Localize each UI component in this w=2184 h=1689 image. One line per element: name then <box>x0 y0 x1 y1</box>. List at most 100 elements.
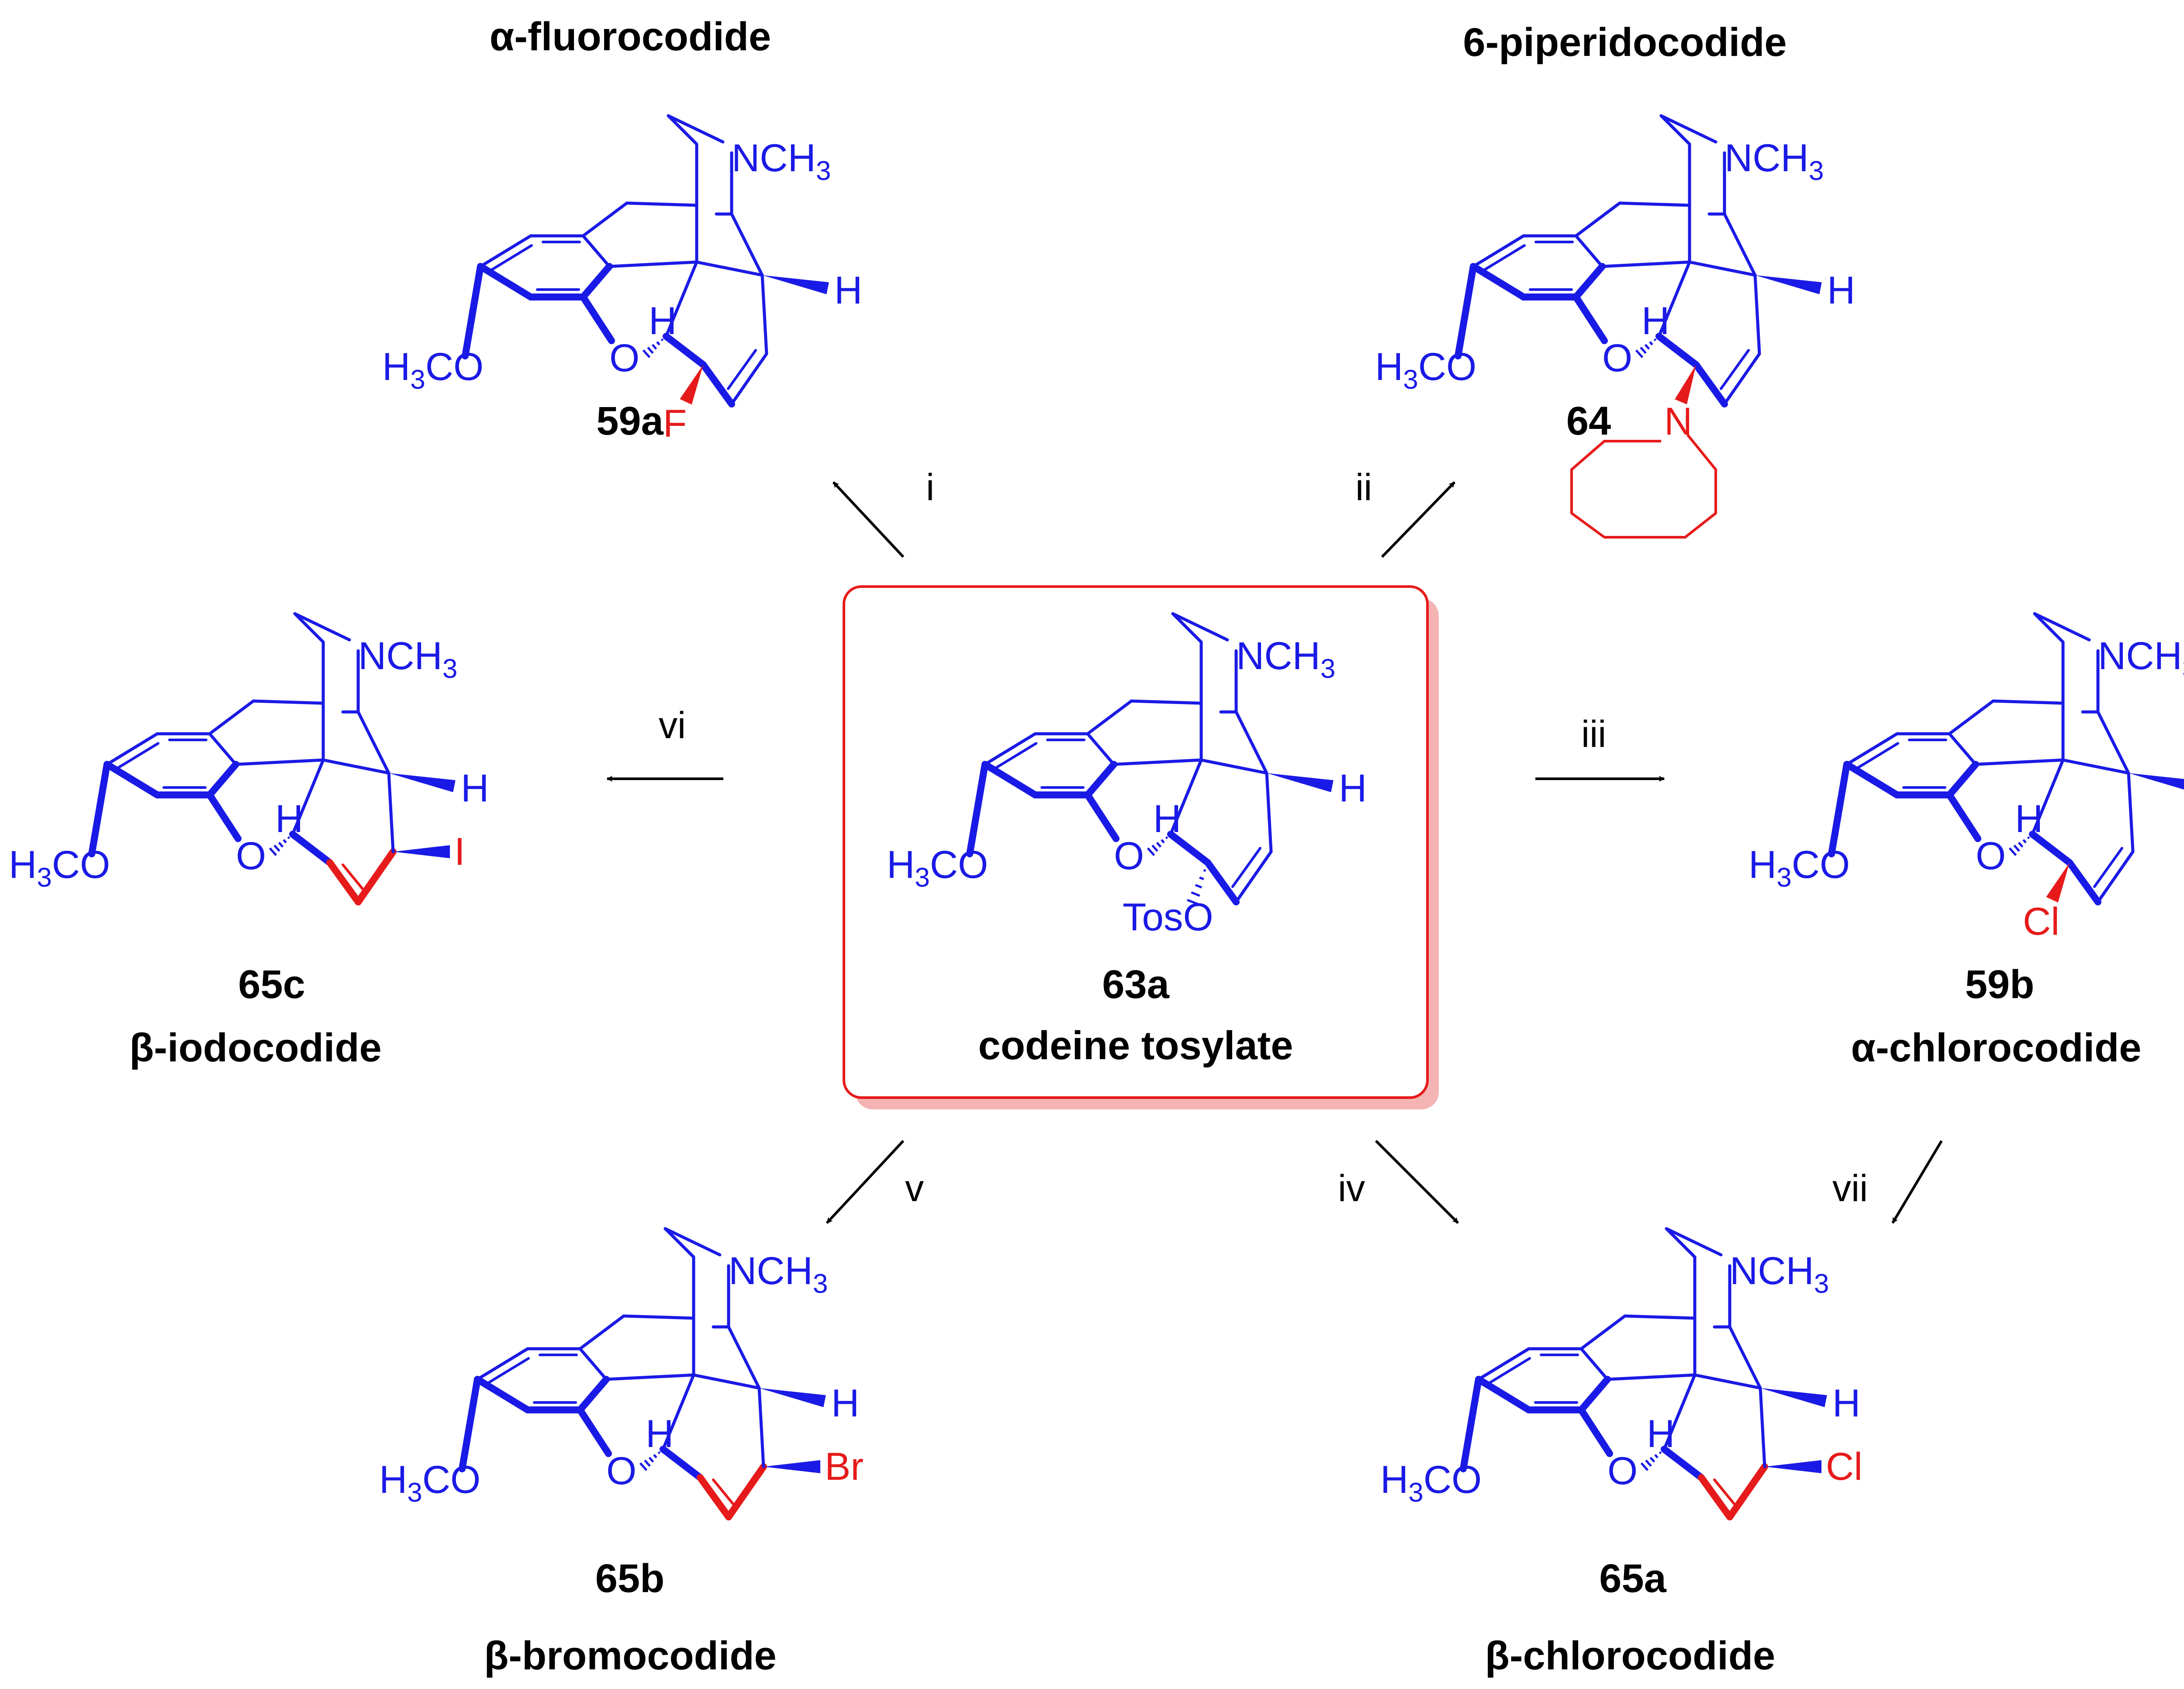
bond <box>727 349 757 390</box>
wedge-bond-c8-x <box>764 1460 820 1473</box>
bond <box>490 244 533 271</box>
bond <box>1084 761 1117 798</box>
bond <box>983 732 1037 766</box>
hashed-bond-c5-o <box>642 338 664 358</box>
bond <box>459 1376 481 1472</box>
bond <box>1572 263 1606 300</box>
bond <box>1086 699 1133 736</box>
bond <box>581 234 611 268</box>
bond <box>1843 761 1901 798</box>
bond <box>2093 847 2123 888</box>
bond <box>1655 333 1700 368</box>
bond <box>1828 761 1850 857</box>
bond <box>1171 612 1229 642</box>
bond <box>577 1406 612 1457</box>
bond <box>1488 1357 1531 1384</box>
bond <box>1572 294 1608 344</box>
bond <box>105 732 159 766</box>
arrow-i <box>832 481 905 558</box>
double-bond-c6-c7 <box>1698 1474 1733 1520</box>
bond <box>104 761 161 798</box>
bond <box>476 1347 529 1381</box>
bond <box>1472 234 1525 268</box>
wedge-bond-c14-h <box>762 275 829 294</box>
bond-c7-c8 <box>1726 1463 1768 1520</box>
bond <box>252 699 325 705</box>
hydrogen-label-c14: H <box>1832 1381 1860 1425</box>
bond <box>667 114 725 144</box>
bond <box>1665 1227 1697 1259</box>
n-methyl-label: NCH3 <box>1730 1249 1829 1299</box>
bond <box>730 212 764 277</box>
compound-name-65a: β-chlorocodide <box>1485 1634 1775 1678</box>
reaction-label-iii: iii <box>1581 713 1606 755</box>
bond <box>1661 1446 1705 1481</box>
hashed-bond-c5-o <box>1635 338 1657 358</box>
bond <box>208 699 255 736</box>
bond <box>88 761 111 857</box>
hashed-bond-c5-o <box>1640 1451 1662 1471</box>
reaction-label-iv: iv <box>1338 1167 1365 1209</box>
bond <box>289 831 333 866</box>
bond <box>1659 114 1717 144</box>
methoxy-label: H3CO <box>1749 843 1850 893</box>
bond <box>342 863 364 890</box>
wedge-bond-c6-x <box>680 365 703 405</box>
bond <box>2033 612 2091 642</box>
substituent-label: I <box>454 829 465 873</box>
bond <box>1723 212 1757 277</box>
bond <box>293 612 325 644</box>
bond <box>1856 742 1899 769</box>
bond <box>692 1373 761 1390</box>
compound-name-59a: α-fluorocodide <box>490 14 771 59</box>
bond <box>661 1373 695 1451</box>
substituent-label: F <box>663 401 687 445</box>
ether-oxygen-label: O <box>606 1449 636 1492</box>
bond <box>727 1325 761 1390</box>
bond <box>981 761 1039 798</box>
compound-id-65a: 65a <box>1599 1556 1666 1601</box>
double-bond-c6-c7 <box>326 859 362 905</box>
hashed-bond-c6-otos <box>1186 869 1206 905</box>
wedge-bond-c14-h <box>389 773 456 792</box>
bond <box>1167 831 1211 866</box>
ether-oxygen-label: O <box>1602 336 1632 380</box>
arrow-iv <box>1375 1140 1459 1224</box>
arrow-v <box>826 1140 905 1224</box>
reaction-label-vii: vii <box>1832 1167 1868 1209</box>
methoxy-label: H3CO <box>382 345 484 395</box>
arrow-ii <box>1381 481 1456 558</box>
methoxy-label: H3CO <box>1375 345 1476 395</box>
n-methyl-label: NCH3 <box>729 1249 828 1299</box>
bond <box>625 201 698 207</box>
bond <box>1759 1386 1766 1468</box>
bond <box>1657 260 1691 338</box>
hashed-bond-c5-o <box>2008 836 2030 856</box>
bond <box>1265 771 1273 853</box>
bond <box>1753 273 1761 356</box>
wedge-bond-c14-h <box>2129 773 2184 790</box>
bond <box>234 758 325 766</box>
bond <box>667 114 698 146</box>
wedge-bond-c14-h <box>1760 1388 1827 1407</box>
bond <box>1199 758 1268 775</box>
bond <box>2031 758 2065 836</box>
bond <box>1974 758 2065 766</box>
bond <box>1460 1376 1482 1472</box>
wedge-bond-c14-h <box>759 1388 826 1407</box>
bond <box>578 1314 625 1351</box>
compound-name-65b: β-bromocodide <box>484 1634 776 1678</box>
bond <box>1231 847 1261 888</box>
bond <box>1579 1314 1627 1351</box>
bond <box>605 1373 695 1381</box>
bond <box>995 742 1037 769</box>
bond <box>730 352 768 406</box>
bond <box>1948 732 1977 766</box>
bond <box>208 732 238 766</box>
bond <box>1845 732 1899 766</box>
hydrogen-label-c14: H <box>1827 268 1855 312</box>
bond-c7-c8 <box>725 1463 767 1520</box>
bond <box>1693 1373 1762 1390</box>
hydrogen-label-c14: H <box>831 1381 859 1425</box>
ether-oxygen-label: O <box>1976 834 2006 877</box>
